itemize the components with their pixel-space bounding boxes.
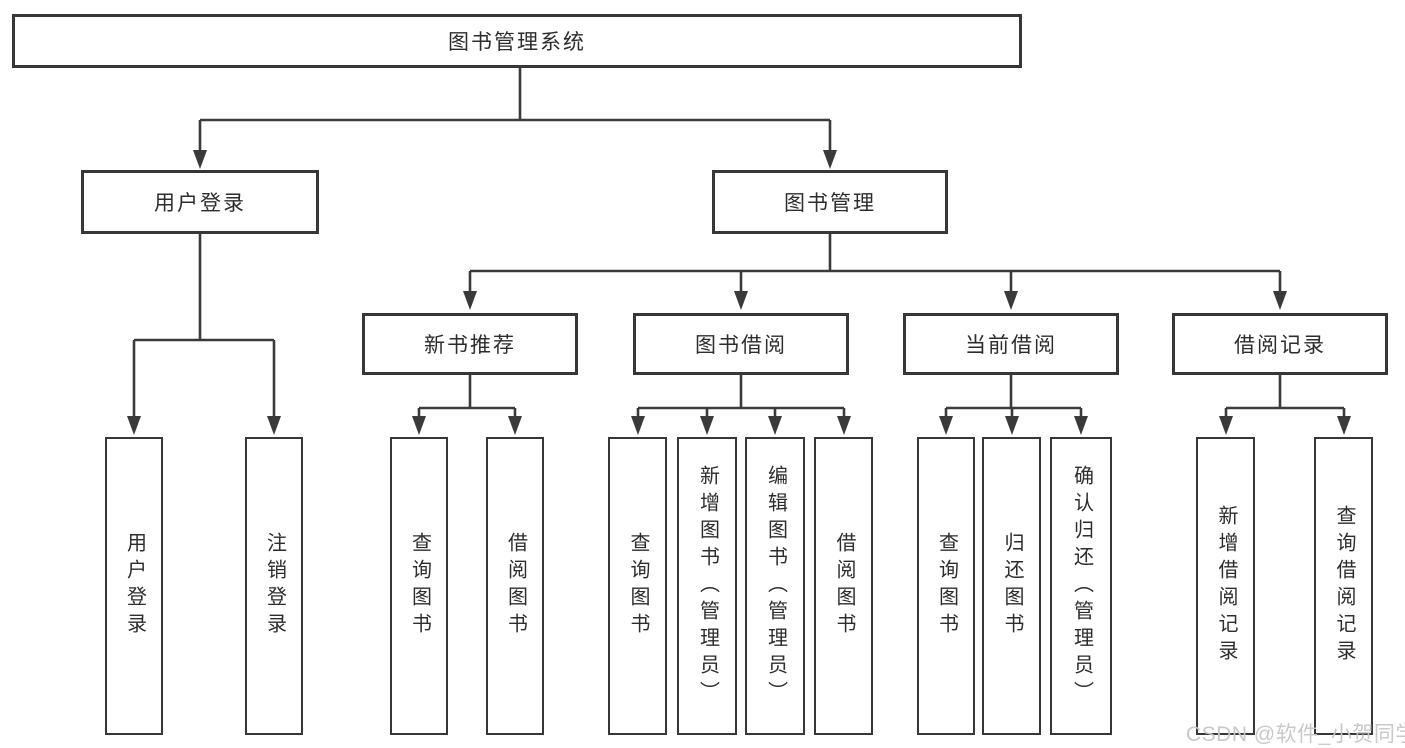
node-user-login-group-label: 用户登录 — [154, 192, 246, 215]
node-book-management-label: 图书管理 — [784, 192, 876, 215]
node-current-borrowing-label: 当前借阅 — [965, 334, 1057, 357]
node-root-label: 图书管理系统 — [448, 31, 586, 54]
node-confirm-return-admin: 确认归还（管理员） — [1050, 437, 1112, 735]
node-borrow-books-leaf-label: 借阅图书 — [833, 532, 855, 640]
connector-current-borrowing — [944, 375, 1083, 419]
node-borrow-books-leaf: 借阅图书 — [814, 437, 873, 735]
node-add-book-admin: 新增图书（管理员） — [677, 437, 737, 735]
node-add-borrow-record-label: 新增借阅记录 — [1215, 505, 1237, 667]
node-book-borrowing-label: 图书借阅 — [695, 334, 787, 357]
node-query-books-recommend-label: 查询图书 — [408, 532, 431, 640]
node-book-management: 图书管理 — [712, 170, 948, 234]
node-query-books-recommend: 查询图书 — [390, 437, 448, 735]
node-borrow-books-recommend-label: 借阅图书 — [504, 532, 527, 640]
node-new-book-recommendation-label: 新书推荐 — [424, 334, 516, 357]
node-return-book: 归还图书 — [982, 437, 1041, 735]
node-add-borrow-record: 新增借阅记录 — [1196, 437, 1255, 735]
node-logout-leaf: 注销登录 — [245, 437, 303, 735]
node-query-books-current-label: 查询图书 — [935, 532, 958, 640]
node-edit-book-admin-label: 编辑图书（管理员） — [764, 464, 787, 708]
node-confirm-return-admin-label: 确认归还（管理员） — [1070, 464, 1093, 708]
node-query-borrow-record-label: 查询借阅记录 — [1333, 505, 1355, 667]
node-root: 图书管理系统 — [12, 14, 1022, 68]
node-query-books-current: 查询图书 — [917, 437, 975, 735]
csdn-watermark: CSDN @软件_小贺同学 — [1186, 723, 1405, 746]
connector-book-borrowing — [636, 375, 846, 419]
node-query-books-borrowing-label: 查询图书 — [627, 532, 649, 640]
node-logout-leaf-label: 注销登录 — [263, 532, 286, 640]
node-user-login-group: 用户登录 — [81, 170, 319, 234]
node-user-login-leaf-label: 用户登录 — [123, 532, 146, 640]
node-user-login-leaf: 用户登录 — [105, 437, 163, 735]
node-borrowing-records-label: 借阅记录 — [1234, 334, 1326, 357]
node-query-borrow-record: 查询借阅记录 — [1314, 437, 1373, 735]
node-borrowing-records: 借阅记录 — [1172, 313, 1388, 375]
node-return-book-label: 归还图书 — [1001, 532, 1023, 640]
node-query-books-borrowing: 查询图书 — [608, 437, 667, 735]
connector-new-book-recommendation — [417, 375, 517, 419]
node-book-borrowing: 图书借阅 — [633, 313, 849, 375]
node-borrow-books-recommend: 借阅图书 — [486, 437, 544, 735]
node-edit-book-admin: 编辑图书（管理员） — [745, 437, 805, 735]
node-new-book-recommendation: 新书推荐 — [362, 313, 578, 375]
node-add-book-admin-label: 新增图书（管理员） — [696, 464, 719, 708]
connector-book-management — [468, 234, 1282, 293]
arrowheads — [127, 150, 1351, 435]
connector-borrowing-records — [1224, 375, 1346, 419]
connector-root — [198, 68, 832, 152]
connector-user-login — [132, 234, 276, 418]
node-current-borrowing: 当前借阅 — [903, 313, 1119, 375]
